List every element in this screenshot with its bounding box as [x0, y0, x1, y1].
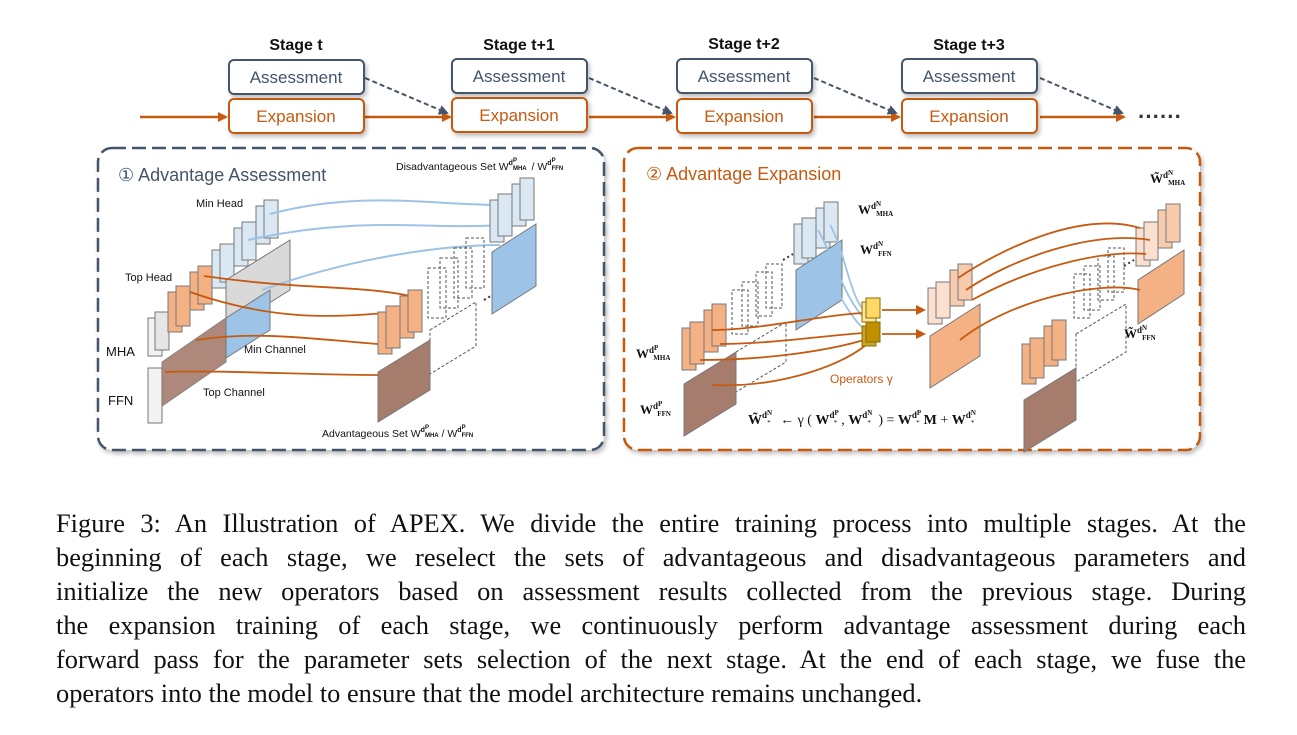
- expansion-box: [676, 98, 813, 134]
- expansion-box: [451, 97, 588, 133]
- caption-line: forward pass for the parameter sets sele…: [56, 644, 1246, 674]
- caption-line: the expansion training of each stage, we…: [56, 610, 1246, 640]
- expansion-box: [901, 98, 1038, 134]
- stage-label: Stage t+1: [483, 37, 555, 54]
- assessment-box: [901, 58, 1038, 94]
- tilde-blocks: [1021, 203, 1185, 453]
- assessment-label: Assessment: [923, 67, 1016, 86]
- stage-label: Stage t+2: [708, 36, 780, 53]
- assessment-label: Assessment: [698, 67, 791, 86]
- min-channel-label: Min Channel: [244, 344, 306, 356]
- assessment-box: [676, 58, 813, 94]
- update-formula: W̃dN* ← γ ( WdP*, WdN* ) = WdP*M + WdN*: [748, 409, 976, 428]
- advantageous-set: [377, 289, 431, 423]
- ellipsis: ······: [1138, 104, 1182, 129]
- assessment-label: Assessment: [250, 68, 343, 87]
- assessment-box: [451, 58, 588, 94]
- w-n-blocks: [793, 201, 843, 331]
- caption-line: operators into the model to ensure that …: [56, 678, 923, 708]
- expansion-box: [228, 98, 365, 134]
- stage-label: Stage t+3: [933, 37, 1005, 54]
- expansion-label: Expansion: [479, 106, 558, 125]
- expansion-label: Expansion: [929, 107, 1008, 126]
- disadvantageous-set: [489, 177, 537, 315]
- stage-label: Stage t: [269, 37, 323, 54]
- assessment-label: Assessment: [473, 67, 566, 86]
- figure-caption: Figure 3: An Illustration of APEX. We di…: [56, 506, 1246, 710]
- mha-label: MHA: [106, 344, 135, 359]
- expansion-label: Expansion: [704, 107, 783, 126]
- fused-blocks: [927, 263, 981, 389]
- caption-line: Figure 3: An Illustration of APEX. We di…: [56, 508, 1246, 538]
- assessment-box: [228, 59, 365, 95]
- svg-text:W̃dN* ← γ ( WdP*, WdN* ) = WdP: W̃dN* ← γ ( WdP*, WdN* ) = WdP*M + WdN*: [748, 409, 976, 428]
- operators-label: Operators γ: [830, 372, 893, 386]
- panel-title: ② Advantage Expansion: [646, 164, 841, 184]
- apex-diagram: ······ Stage t Assessment Expansion Stag…: [96, 36, 1202, 453]
- ffn-label: FFN: [108, 393, 133, 408]
- advantage-assessment-panel: ① Advantage Assessment: [96, 146, 606, 452]
- advantage-expansion-panel: ② Advantage Expansion: [622, 146, 1202, 453]
- expansion-label: Expansion: [256, 107, 335, 126]
- top-head-label: Top Head: [125, 272, 172, 284]
- panel-title: ① Advantage Assessment: [118, 165, 326, 185]
- w-p-blocks: [681, 303, 737, 437]
- min-head-label: Min Head: [196, 198, 243, 210]
- caption-line: beginning of each stage, we reselect the…: [56, 542, 1246, 572]
- caption-line: initialize the new operators based on as…: [56, 576, 1246, 606]
- operators: [861, 297, 881, 347]
- stage-timeline: ······ Stage t Assessment Expansion Stag…: [140, 36, 1182, 134]
- top-channel-label: Top Channel: [203, 387, 265, 399]
